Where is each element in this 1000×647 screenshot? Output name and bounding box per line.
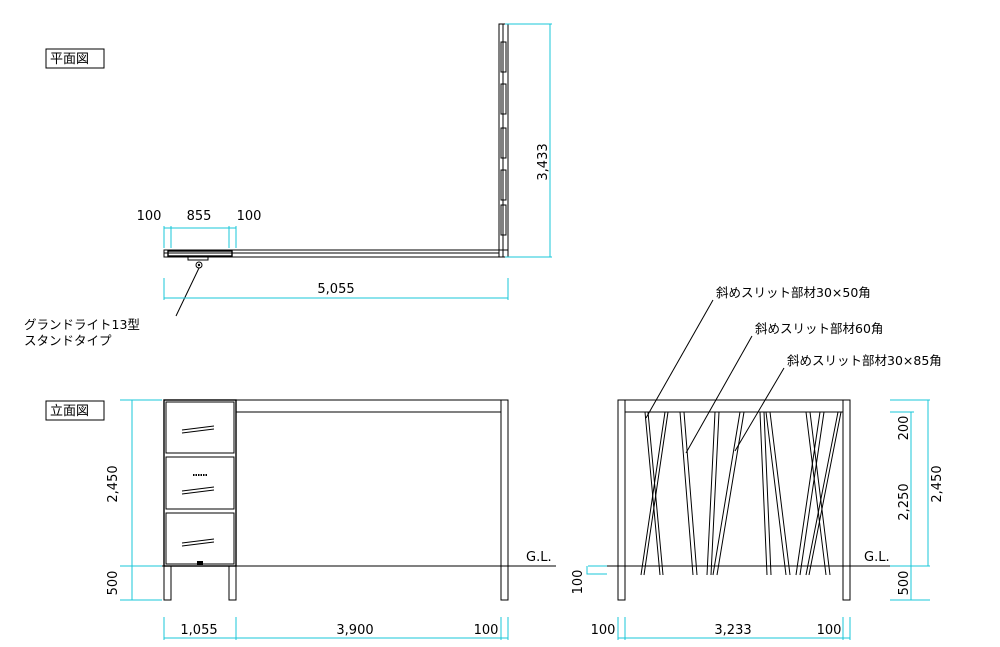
plan-dim-light-text: 855 xyxy=(187,209,212,224)
side-dim-left-100: 100 xyxy=(571,565,607,595)
plan-dim-width-text: 5,055 xyxy=(317,282,354,297)
plan-horizontal-wall xyxy=(163,249,509,261)
side-dim-left-text: 100 xyxy=(591,623,616,638)
plan-view: 平面図 グランドライト13型 スタンドタイプ xyxy=(24,23,552,348)
side-note-2: 斜めスリット部材60角 xyxy=(755,321,883,336)
side-dim-right-text: 100 xyxy=(817,623,842,638)
front-gl-label: G.L. xyxy=(526,550,552,565)
side-dim-height: 200 2,250 2,450 500 xyxy=(890,399,945,601)
front-dim-base-text: 500 xyxy=(106,571,121,596)
plan-label: 平面図 xyxy=(50,52,89,67)
plan-label-box xyxy=(45,48,105,69)
plan-dim-light: 100 855 100 xyxy=(137,209,262,248)
plan-dim-width: 5,055 xyxy=(163,278,509,300)
elevation-label-box xyxy=(45,400,105,421)
side-dim-left-bottom-text: 100 xyxy=(571,570,586,595)
side-frame xyxy=(617,399,851,601)
side-note-3: 斜めスリット部材30×85角 xyxy=(787,353,942,368)
plan-light-fixture xyxy=(175,261,203,317)
side-elevation-view: 斜めスリット部材30×50角 斜めスリット部材60角 斜めスリット部材30×85… xyxy=(571,285,945,640)
front-dim-span-text: 3,900 xyxy=(336,623,373,638)
side-dim-total-text: 2,450 xyxy=(930,465,945,502)
front-frame xyxy=(163,399,509,601)
side-dim-top-text: 200 xyxy=(897,416,912,441)
plan-vertical-wall xyxy=(498,23,509,258)
side-leaders xyxy=(645,299,785,454)
front-dim-height-text: 2,450 xyxy=(106,465,121,502)
front-dim-height: 2,450 500 xyxy=(106,399,162,601)
side-dim-mid-text: 2,250 xyxy=(897,483,912,520)
front-dim-cabinet-text: 1,055 xyxy=(180,623,217,638)
plan-dim-right-text: 100 xyxy=(237,209,262,224)
plan-dim-height: 3,433 xyxy=(505,23,552,258)
front-dim-end-text: 100 xyxy=(474,623,499,638)
side-dim-span-text: 3,233 xyxy=(714,623,751,638)
plan-dim-left-text: 100 xyxy=(137,209,162,224)
front-cabinet xyxy=(163,399,237,567)
side-note-1: 斜めスリット部材30×50角 xyxy=(716,285,871,300)
front-elevation-view: 立面図 G.L. 2,4 xyxy=(45,399,556,640)
plan-dim-height-text: 3,433 xyxy=(536,143,551,180)
light-note-line1: グランドライト13型 xyxy=(24,317,140,332)
side-dim-base-text: 500 xyxy=(897,571,912,596)
light-note-line2: スタンドタイプ xyxy=(24,333,112,348)
side-dim-width: 100 3,233 100 xyxy=(591,617,851,640)
front-dim-width: 1,055 3,900 100 xyxy=(163,617,509,640)
side-slats xyxy=(640,411,842,576)
elevation-label: 立面図 xyxy=(50,404,89,419)
side-gl-label: G.L. xyxy=(864,550,890,565)
